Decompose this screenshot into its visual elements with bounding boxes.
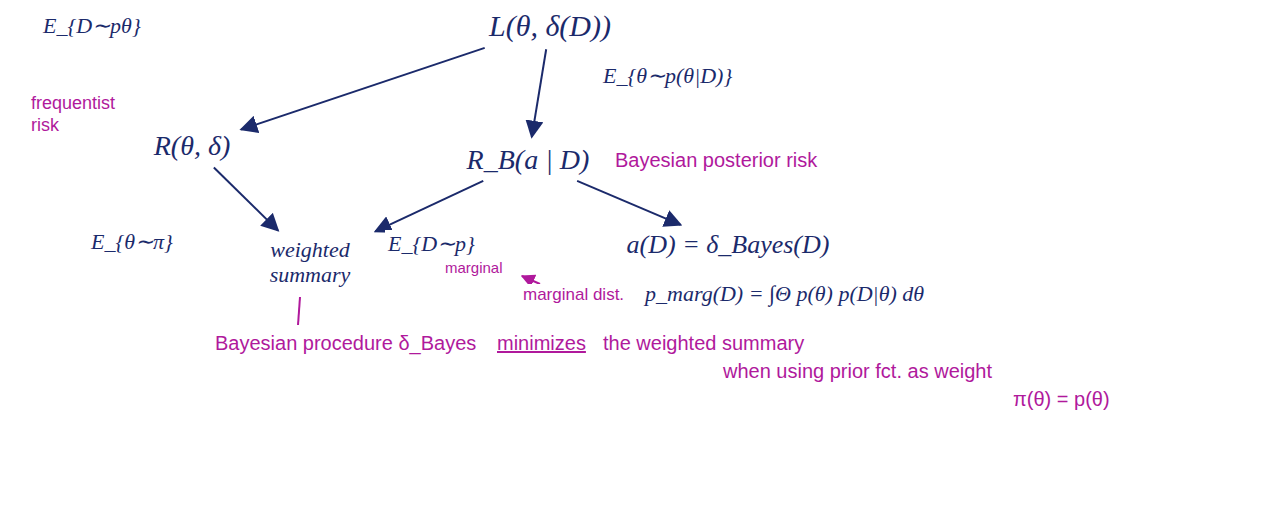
risk-expression: R(θ, δ) [146, 126, 239, 166]
node-text: L(θ, δ(D)) [489, 9, 611, 44]
arrow-connector [214, 167, 278, 230]
annotation: marginal [442, 258, 506, 278]
node-text: R(θ, δ) [154, 130, 231, 162]
annotation: the weighted summary [600, 330, 807, 356]
formula: p_marg(D) = ∫Θ p(θ) p(D|θ) dθ [642, 280, 927, 308]
decision-rule: a(D) = δ_Bayes(D) [619, 226, 838, 264]
formula: π(θ) = p(θ) [1010, 386, 1113, 412]
expectation-label: E_{θ∼π} [88, 228, 176, 256]
leader-line [522, 276, 540, 284]
arrow-connector [241, 48, 485, 130]
leader-line [298, 297, 300, 325]
expectation-label: E_{D∼pθ} [40, 12, 144, 40]
summary-term: weighted summary [245, 233, 375, 292]
node-text: weighted summary [253, 237, 367, 288]
arrow-connector [532, 49, 546, 137]
expectation-label: E_{θ∼p(θ|D)} [600, 62, 735, 90]
loss-expression: L(θ, δ(D)) [481, 5, 619, 48]
expectation-label: E_{D∼p} [385, 230, 478, 258]
annotation: minimizes [494, 330, 589, 356]
annotation: frequentist risk [28, 92, 146, 137]
arrow-connector [577, 181, 681, 225]
annotation: Bayesian procedure δ_Bayes [212, 330, 479, 356]
annotation: marginal dist. [520, 284, 627, 306]
node-text: a(D) = δ_Bayes(D) [627, 230, 830, 260]
annotation: when using prior fct. as weight [720, 358, 995, 384]
annotation: Bayesian posterior risk [612, 147, 820, 173]
node-text: R_B(a | D) [467, 144, 590, 176]
risk-expression: R_B(a | D) [459, 140, 598, 180]
arrow-connector [375, 181, 483, 231]
